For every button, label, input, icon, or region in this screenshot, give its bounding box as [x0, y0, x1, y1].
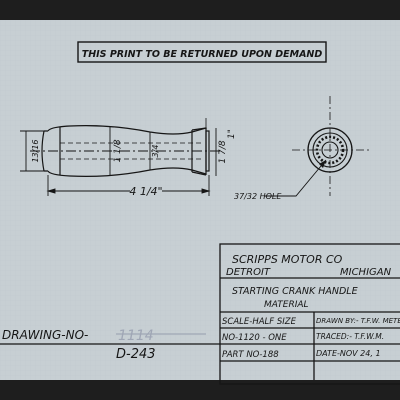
drawing-no-label: DRAWING-NO- — [2, 328, 88, 342]
hole-leader-arrow — [319, 160, 326, 168]
handle-end-ring — [41, 130, 48, 172]
end-view-outer-circle — [307, 127, 353, 173]
notice-text: THIS PRINT TO BE RETURNED UPON DEMAND — [82, 49, 323, 60]
title-block — [219, 243, 400, 385]
end-view-collar-circle — [312, 132, 348, 168]
dim-collar-diameter-label: 1 7/8 — [218, 140, 228, 163]
handle-bottom-profile — [47, 167, 207, 177]
paper-grid — [0, 20, 400, 380]
dim-collar-length-label: 1" — [227, 129, 237, 139]
hole-leader-line — [264, 159, 327, 197]
drawn-by-field: DRAWN BY:- T.F.W. METER — [316, 317, 400, 325]
part-number-field: PART NO-188 — [222, 350, 279, 360]
traced-field: TRACED:- T.F.W.M. — [316, 332, 384, 341]
dim-end-diameter — [20, 130, 44, 172]
handle-top-profile — [47, 125, 207, 135]
end-view — [307, 127, 353, 173]
company-state: MICHIGAN — [340, 267, 392, 278]
company-city: DETROIT — [226, 267, 271, 278]
hole-label: 37/32 HOLE — [234, 192, 282, 201]
notice-box — [77, 41, 327, 63]
material-label: MATERIAL — [264, 300, 309, 310]
dim-overall-length-label: 4 1/4" — [129, 185, 162, 198]
end-view-hole — [321, 141, 339, 159]
dim-end-diameter-label: 13/16 — [31, 139, 40, 162]
dim-neck-diameter-label: 3/4 — [151, 145, 160, 158]
dim-grip-diameter-label: 1 1/8 — [113, 139, 123, 162]
part-name: STARTING CRANK HANDLE — [232, 286, 358, 297]
number-field: NO-1120 - ONE — [222, 333, 287, 343]
dim-overall-length — [46, 175, 211, 196]
end-view-knurl-circle — [315, 135, 345, 165]
company-name: SCRIPPS MOTOR CO — [232, 253, 343, 266]
date-field: DATE-NOV 24, 1 — [316, 349, 381, 358]
scale-field: SCALE-HALF SIZE — [222, 317, 297, 327]
drawing-no-value: D-243 — [116, 347, 156, 362]
drawing-no-struck: 1114 — [118, 328, 154, 344]
